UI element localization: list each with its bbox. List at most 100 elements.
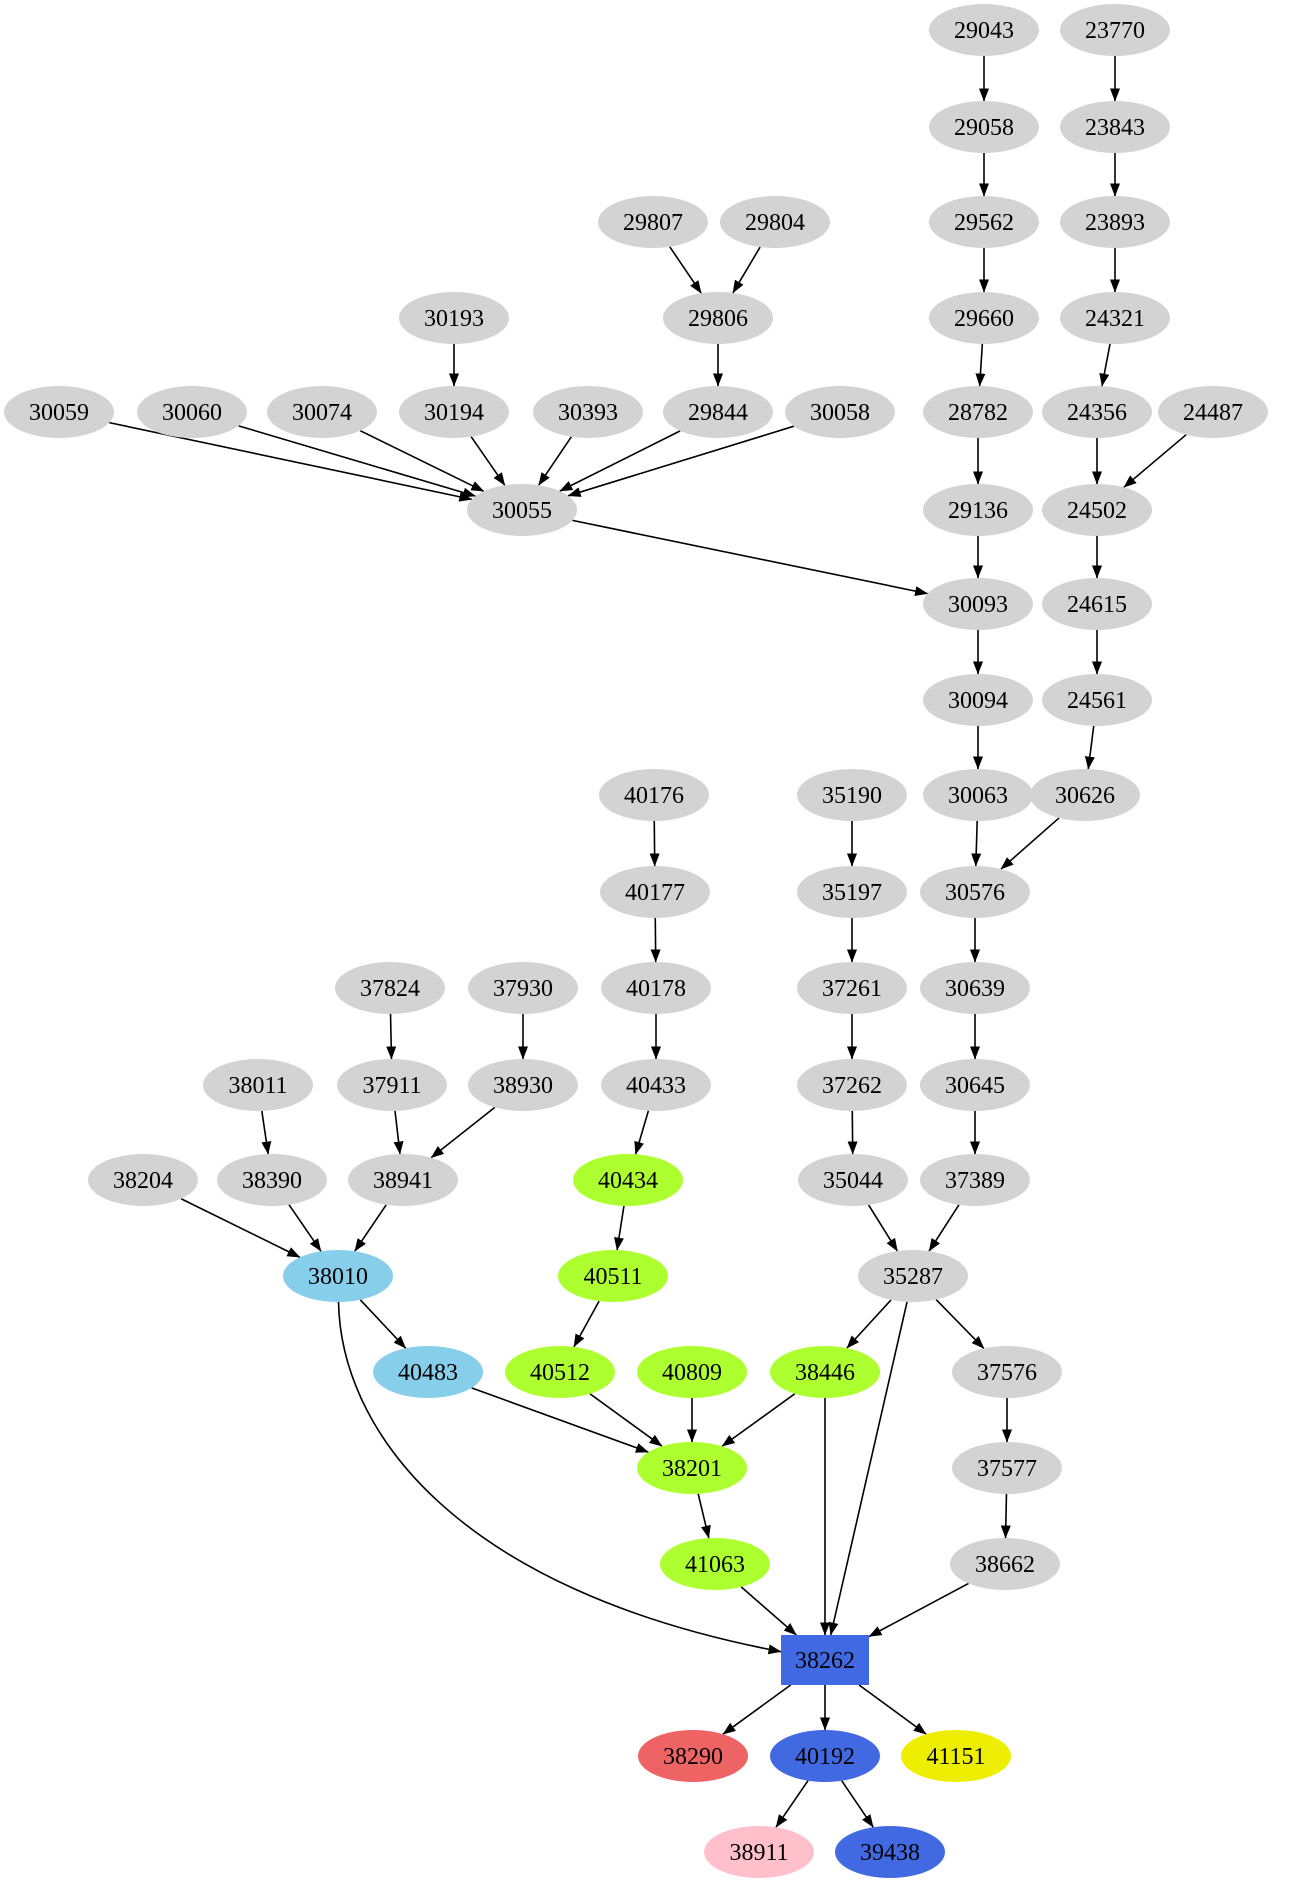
graph-node-35190: 35190 bbox=[797, 769, 907, 821]
graph-node-24487: 24487 bbox=[1158, 386, 1268, 438]
node-ellipse-40512 bbox=[505, 1346, 615, 1398]
graph-node-37576: 37576 bbox=[952, 1346, 1062, 1398]
node-label-38204: 38204 bbox=[113, 1168, 173, 1194]
graph-node-35197: 35197 bbox=[797, 866, 907, 918]
node-ellipse-23770 bbox=[1060, 4, 1170, 56]
node-ellipse-38941 bbox=[348, 1154, 458, 1206]
node-label-35044: 35044 bbox=[823, 1168, 883, 1194]
graph-node-30626: 30626 bbox=[1030, 769, 1140, 821]
node-label-29043: 29043 bbox=[954, 18, 1014, 44]
node-label-37911: 37911 bbox=[362, 1073, 421, 1099]
graph-node-38662: 38662 bbox=[950, 1538, 1060, 1590]
node-ellipse-29136 bbox=[923, 484, 1033, 536]
node-label-24321: 24321 bbox=[1085, 306, 1145, 332]
graph-node-38930: 38930 bbox=[468, 1059, 578, 1111]
node-ellipse-30059 bbox=[4, 386, 114, 438]
node-ellipse-37824 bbox=[335, 962, 445, 1014]
graph-node-29043: 29043 bbox=[929, 4, 1039, 56]
edge-35287-37576 bbox=[935, 1299, 985, 1349]
graph-node-24615: 24615 bbox=[1042, 578, 1152, 630]
node-ellipse-40809 bbox=[637, 1346, 747, 1398]
node-label-29136: 29136 bbox=[948, 498, 1008, 524]
graph-node-40178: 40178 bbox=[601, 962, 711, 1014]
node-label-37577: 37577 bbox=[977, 1456, 1037, 1482]
graph-node-30094: 30094 bbox=[923, 674, 1033, 726]
node-label-24615: 24615 bbox=[1067, 592, 1127, 618]
edge-38262-41151 bbox=[858, 1684, 927, 1735]
edge-40192-39438 bbox=[841, 1780, 874, 1828]
node-ellipse-38204 bbox=[88, 1154, 198, 1206]
graph-node-41151: 41151 bbox=[901, 1730, 1011, 1782]
node-ellipse-39438 bbox=[835, 1826, 945, 1878]
node-label-30393: 30393 bbox=[558, 400, 618, 426]
graph-node-40176: 40176 bbox=[599, 769, 709, 821]
node-ellipse-30060 bbox=[137, 386, 247, 438]
graph-node-40192: 40192 bbox=[770, 1730, 880, 1782]
node-ellipse-38662 bbox=[950, 1538, 1060, 1590]
node-ellipse-24561 bbox=[1042, 674, 1152, 726]
edge-38011-38390 bbox=[261, 1110, 272, 1155]
edge-41063-38262 bbox=[740, 1586, 797, 1636]
node-ellipse-24615 bbox=[1042, 578, 1152, 630]
node-ellipse-29043 bbox=[929, 4, 1039, 56]
graph-node-24321: 24321 bbox=[1060, 292, 1170, 344]
node-ellipse-37930 bbox=[468, 962, 578, 1014]
graph-node-39438: 39438 bbox=[835, 1826, 945, 1878]
node-label-40176: 40176 bbox=[624, 783, 684, 809]
node-label-40434: 40434 bbox=[598, 1168, 658, 1194]
graph-node-38446: 38446 bbox=[770, 1346, 880, 1398]
node-ellipse-30093 bbox=[923, 578, 1033, 630]
node-ellipse-24502 bbox=[1042, 484, 1152, 536]
node-label-30063: 30063 bbox=[948, 783, 1008, 809]
graph-node-29058: 29058 bbox=[929, 101, 1039, 153]
node-ellipse-38446 bbox=[770, 1346, 880, 1398]
graph-node-29804: 29804 bbox=[720, 196, 830, 248]
node-label-40512: 40512 bbox=[530, 1360, 590, 1386]
node-ellipse-37262 bbox=[797, 1059, 907, 1111]
graph-node-30645: 30645 bbox=[920, 1059, 1030, 1111]
node-label-38262: 38262 bbox=[795, 1648, 855, 1674]
node-ellipse-37261 bbox=[797, 962, 907, 1014]
edge-38930-38941 bbox=[430, 1106, 496, 1159]
node-ellipse-30074 bbox=[267, 386, 377, 438]
node-label-35197: 35197 bbox=[822, 880, 882, 906]
edge-29807-29806 bbox=[669, 246, 702, 294]
node-label-30626: 30626 bbox=[1055, 783, 1115, 809]
node-ellipse-29804 bbox=[720, 196, 830, 248]
graph-node-30058: 30058 bbox=[785, 386, 895, 438]
node-box-38262 bbox=[781, 1635, 869, 1685]
node-label-35190: 35190 bbox=[822, 783, 882, 809]
node-label-28782: 28782 bbox=[948, 400, 1008, 426]
edge-40512-38201 bbox=[589, 1393, 663, 1447]
node-ellipse-40177 bbox=[600, 866, 710, 918]
edge-35044-35287 bbox=[867, 1204, 899, 1252]
node-label-38941: 38941 bbox=[373, 1168, 433, 1194]
node-ellipse-40483 bbox=[373, 1346, 483, 1398]
graph-node-29136: 29136 bbox=[923, 484, 1033, 536]
node-label-40809: 40809 bbox=[662, 1360, 722, 1386]
edge-38010-40483 bbox=[359, 1299, 407, 1349]
graph-node-24502: 24502 bbox=[1042, 484, 1152, 536]
node-ellipse-41063 bbox=[660, 1538, 770, 1590]
node-label-29660: 29660 bbox=[954, 306, 1014, 332]
node-ellipse-24356 bbox=[1042, 386, 1152, 438]
node-ellipse-24321 bbox=[1060, 292, 1170, 344]
edge-30074-30055 bbox=[359, 429, 485, 493]
graph-node-30393: 30393 bbox=[533, 386, 643, 438]
node-label-37389: 37389 bbox=[945, 1168, 1005, 1194]
node-label-38662: 38662 bbox=[975, 1552, 1035, 1578]
node-label-40433: 40433 bbox=[626, 1073, 686, 1099]
node-label-38446: 38446 bbox=[795, 1360, 855, 1386]
edge-38204-38010 bbox=[180, 1198, 301, 1258]
node-ellipse-30193 bbox=[399, 292, 509, 344]
graph-node-35044: 35044 bbox=[798, 1154, 908, 1206]
node-ellipse-23843 bbox=[1060, 101, 1170, 153]
node-ellipse-41151 bbox=[901, 1730, 1011, 1782]
graph-node-23843: 23843 bbox=[1060, 101, 1170, 153]
edge-38390-38010 bbox=[288, 1204, 322, 1252]
node-label-37261: 37261 bbox=[822, 976, 882, 1002]
node-ellipse-38390 bbox=[217, 1154, 327, 1206]
edge-37577-38662 bbox=[1000, 1493, 1011, 1539]
graph-node-38390: 38390 bbox=[217, 1154, 327, 1206]
